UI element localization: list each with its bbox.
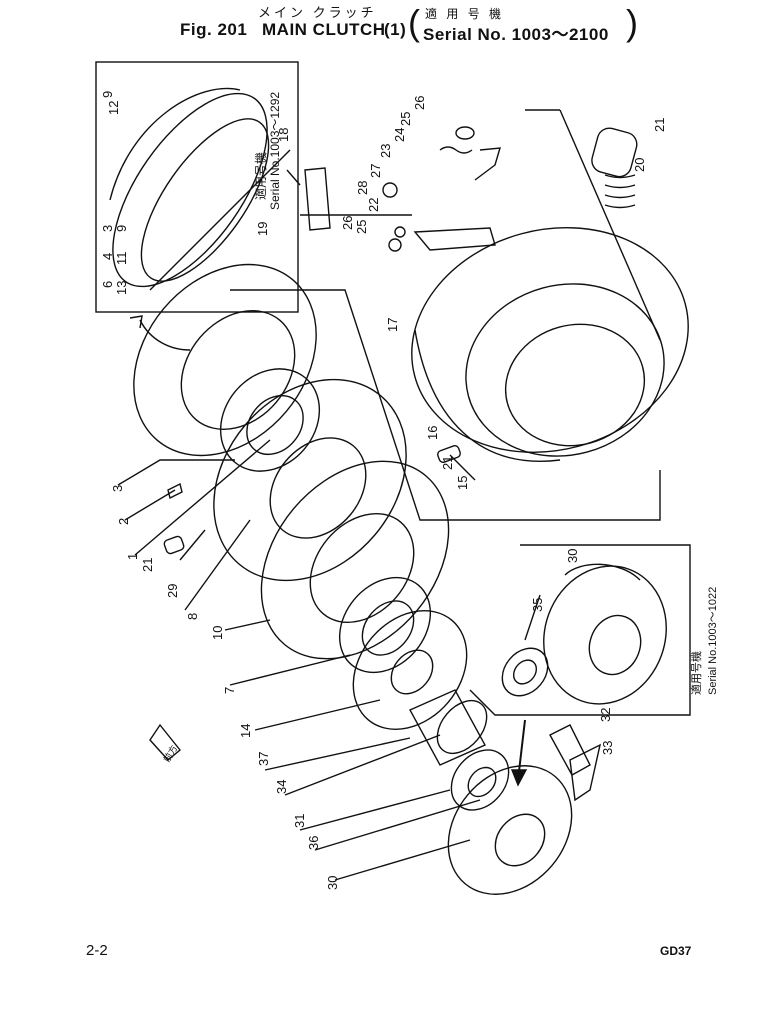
callout-28: 28	[355, 180, 370, 195]
pin-21b	[437, 445, 461, 463]
frame-line-left	[230, 289, 661, 521]
bolt-27	[382, 182, 398, 198]
figure-title: MAIN CLUTCH	[262, 20, 386, 39]
callout-32: 32	[598, 707, 613, 722]
callout-3: 3	[100, 224, 115, 232]
spring-clip	[474, 147, 501, 181]
callout-4: 4	[100, 252, 115, 260]
callout-24: 24	[392, 127, 407, 142]
callout-9: 9	[114, 224, 129, 232]
inset-frame-top	[95, 61, 299, 313]
spring-25	[439, 146, 473, 154]
callout-10: 11	[114, 251, 129, 266]
callout-19: 20	[632, 157, 647, 172]
drawing-code: GD37	[660, 944, 692, 958]
inset-frame-right	[469, 544, 691, 716]
page-number: 2-2	[86, 942, 108, 959]
callout-36: 36	[306, 835, 321, 850]
washer-26	[388, 238, 402, 252]
callout-14: 15	[455, 475, 470, 490]
callout-34: 34	[274, 779, 289, 794]
spline-hub-1	[219, 368, 321, 472]
inset-friction-disc	[112, 92, 268, 288]
callout-8: 8	[185, 612, 200, 620]
inset-disc-rim	[109, 87, 241, 201]
bolt-17	[286, 169, 301, 186]
callout-3-main: 3	[110, 484, 125, 492]
inset-flange-30	[543, 565, 667, 705]
title-japanese: メイン クラッチ	[258, 5, 377, 20]
callout-5: 9	[100, 90, 115, 98]
bearing-31	[450, 749, 510, 811]
callout-9-main: 10	[210, 625, 225, 640]
washer-25	[455, 126, 475, 140]
callout-15: 16	[425, 425, 440, 440]
nut-22	[394, 226, 406, 238]
friction-disc-3	[133, 263, 317, 457]
callout-25: 25	[354, 219, 369, 234]
callout-12: 13	[114, 280, 129, 295]
callout-11: 12	[106, 100, 121, 115]
bracket-18	[304, 167, 331, 231]
callout-21: 21	[140, 557, 155, 572]
flange-30	[447, 765, 573, 895]
callout-1: 1	[125, 552, 140, 560]
clutch-housing-inner	[465, 283, 665, 457]
release-lever	[413, 227, 496, 251]
callout-26: 26	[340, 215, 355, 230]
callout-31: 31	[292, 813, 307, 828]
callout-21-right: 21	[440, 455, 455, 470]
callout-22: 22	[366, 197, 381, 212]
callout-30-inset: 30	[565, 548, 580, 563]
inset-right-note-jp: 適用号機	[691, 651, 703, 695]
pin-2	[167, 482, 183, 500]
callout-17: 18	[276, 127, 291, 142]
serial-range: Serial No. 1003～2100	[423, 25, 609, 44]
serial-bracket-close: )	[626, 2, 638, 43]
spring-19	[604, 174, 636, 209]
inset-right-note-serial: Serial No.1003～1022	[707, 586, 719, 695]
serial-japanese: 適 用 号 機	[425, 7, 505, 21]
callout-7: 7	[222, 686, 237, 694]
callout-26-top: 26	[412, 95, 427, 110]
callout-27: 27	[368, 163, 383, 178]
callout-35: 35	[530, 597, 545, 612]
serial-bracket-open: (	[408, 2, 420, 43]
pin-21	[163, 535, 185, 555]
callout-2: 2	[116, 517, 131, 525]
callout-33: 33	[600, 740, 615, 755]
callout-20: 21	[652, 117, 667, 132]
seal-35	[501, 647, 549, 697]
callout-30: 30	[325, 875, 340, 890]
callout-23: 23	[378, 143, 393, 158]
clutch-housing-bore	[504, 323, 646, 447]
callout-13: 14	[238, 723, 253, 738]
inset-disc-inner	[140, 118, 270, 282]
callout-6: 6	[100, 280, 115, 288]
cylinder-20	[591, 127, 638, 178]
callout-37: 37	[256, 751, 271, 766]
figure-number: Fig. 201	[180, 20, 248, 39]
callout-16: 17	[385, 317, 400, 332]
callout-18: 19	[255, 221, 270, 236]
spline-shaft-34	[409, 689, 486, 766]
pressure-plate-29	[213, 378, 407, 582]
lock-plate-33	[569, 743, 602, 802]
bolt-32	[549, 724, 591, 776]
direction-arrow	[149, 723, 181, 761]
inset-top-note-serial: Serial No.1003～1292	[268, 91, 282, 210]
plate-13	[352, 610, 468, 730]
callout-29: 29	[165, 583, 180, 598]
clutch-housing-outer	[411, 227, 689, 453]
figure-part: (1)	[384, 20, 407, 39]
callout-25-top: 25	[398, 111, 413, 126]
